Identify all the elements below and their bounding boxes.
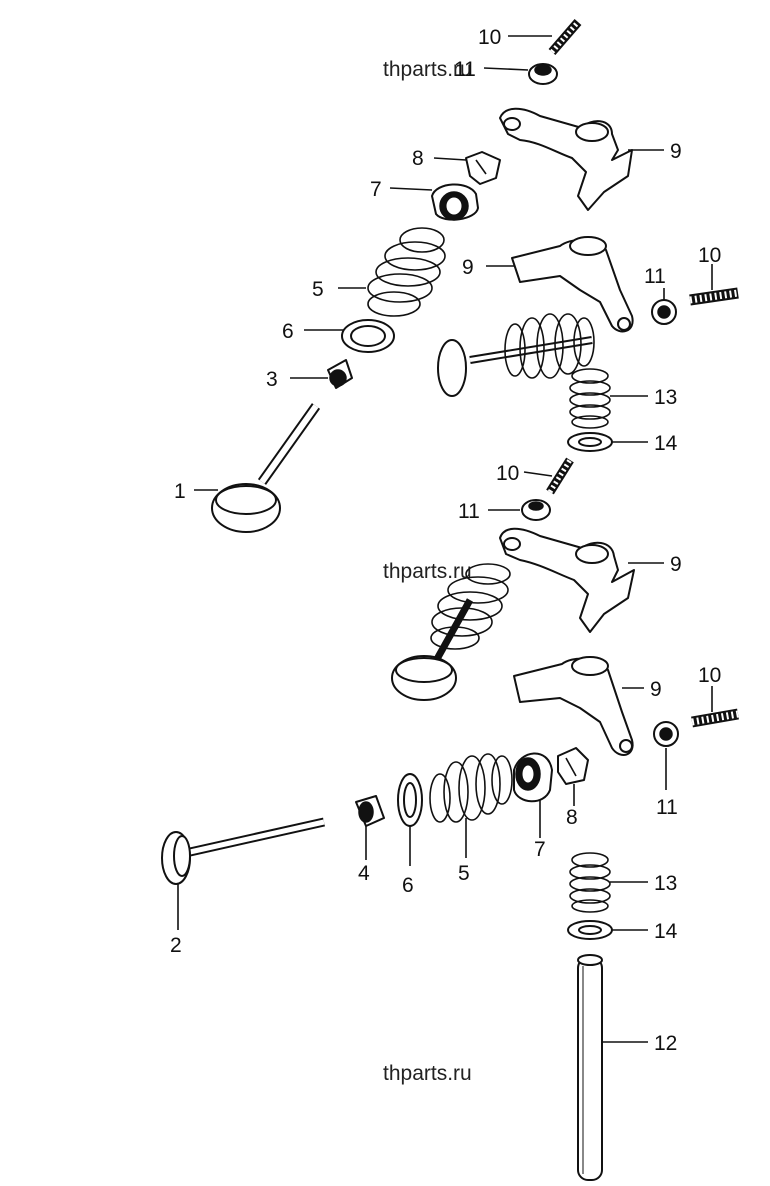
- intake-valve: [211, 403, 321, 533]
- valve-spring-top: [367, 227, 446, 317]
- nut-middle: [521, 499, 551, 521]
- label-pushrod: 12: [654, 1032, 677, 1055]
- label-spring-top: 5: [312, 278, 324, 301]
- label-seal-lower: 4: [358, 862, 370, 885]
- watermark-middle: thparts.ru: [383, 560, 472, 583]
- washer-lower: [567, 920, 613, 940]
- valve-keeper-top: [465, 151, 501, 185]
- valve-seal-lower: [355, 795, 385, 827]
- part-number-labels: 10 11 8 7 9 9 11 10 5 6 3 13 14 1 10 11 …: [170, 26, 721, 1055]
- watermark-top: thparts.ru: [383, 58, 472, 81]
- label-nut-lower: 11: [656, 796, 678, 819]
- spring-seat-lower: [397, 773, 423, 827]
- label-retainer-lower: 7: [534, 838, 546, 861]
- washer-upper: [567, 432, 613, 452]
- label-nut-middle: 11: [458, 500, 480, 523]
- nut-lower: [653, 721, 679, 747]
- label-pushrod-spring-lower: 13: [654, 872, 677, 895]
- label-intake-valve: 1: [174, 480, 186, 503]
- pushrod-spring-upper: [569, 368, 611, 429]
- watermark-bottom: thparts.ru: [383, 1062, 472, 1085]
- assembled-valve-lower: [391, 563, 511, 701]
- label-stud-top: 10: [478, 26, 501, 49]
- label-nut-top: 11: [454, 58, 476, 81]
- label-rocker-second: 9: [462, 256, 474, 279]
- spring-seat-top: [341, 319, 395, 353]
- valve-keeper-lower: [557, 747, 589, 785]
- label-seat-top: 6: [282, 320, 294, 343]
- nut-second: [651, 299, 677, 325]
- label-stud-lower: 10: [698, 664, 721, 687]
- assembled-valve-upper: [437, 313, 595, 397]
- rocker-arm-fourth: [513, 656, 634, 756]
- stud-bolt-middle: [546, 457, 574, 495]
- nut-top: [528, 63, 558, 85]
- leader-lines: [177, 35, 713, 1043]
- label-rocker-fourth: 9: [650, 678, 662, 701]
- valve-spring-lower: [429, 753, 513, 823]
- pushrod: [577, 954, 603, 1181]
- label-seat-lower: 6: [402, 874, 414, 897]
- label-keeper-top: 8: [412, 147, 424, 170]
- pushrod-spring-lower: [569, 852, 611, 913]
- label-stud-second: 10: [698, 244, 721, 267]
- stud-bolt-top: [548, 19, 582, 55]
- valve-seal-top: [327, 359, 353, 389]
- label-retainer-top: 7: [370, 178, 382, 201]
- rocker-arm-second: [511, 236, 634, 333]
- stud-bolt-second: [689, 287, 739, 306]
- label-keeper-lower: 8: [566, 806, 578, 829]
- label-washer-upper: 14: [654, 432, 678, 455]
- spring-retainer-top: [431, 183, 479, 221]
- label-pushrod-spring-upper: 13: [654, 386, 677, 409]
- rocker-arm-top: [499, 107, 633, 211]
- label-spring-lower: 5: [458, 862, 470, 885]
- stud-bolt-lower: [691, 708, 739, 728]
- spring-retainer-lower: [513, 752, 553, 803]
- label-rocker-third: 9: [670, 553, 682, 576]
- rocker-arm-third: [499, 527, 635, 633]
- label-washer-lower: 14: [654, 920, 678, 943]
- label-nut-second: 11: [644, 265, 666, 288]
- label-exhaust-valve: 2: [170, 934, 182, 957]
- exhaust-valve: [161, 817, 325, 885]
- label-seal-top: 3: [266, 368, 278, 391]
- label-stud-middle: 10: [496, 462, 519, 485]
- label-rocker-top: 9: [670, 140, 682, 163]
